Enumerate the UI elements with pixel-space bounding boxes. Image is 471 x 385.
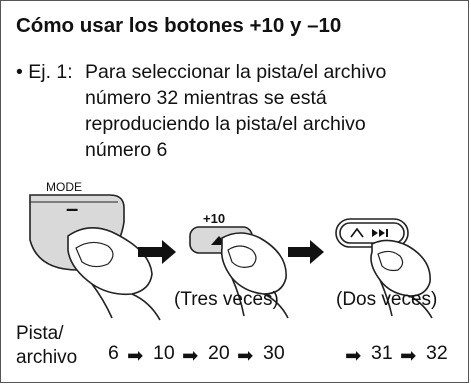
arrow-right-icon: ➡ [345, 345, 362, 367]
arrow-right-icon: ➡ [127, 345, 144, 367]
plus10-button-illustration [189, 226, 289, 319]
track-6: 6 [108, 342, 119, 364]
example-line-1: Para seleccionar la pista/el archivo [85, 61, 387, 83]
arrow-right-icon: ➡ [237, 345, 254, 367]
plus10-label: +10 [203, 211, 226, 226]
track-20: 20 [208, 342, 230, 364]
example-line-3: reproduciendo la pista/el archivo [85, 113, 366, 135]
arrow-right-icon: ➡ [182, 345, 199, 367]
track-31: 31 [371, 342, 393, 364]
next-button-illustration [335, 218, 433, 319]
caption-three-times: (Tres veces) [174, 289, 279, 310]
mode-label: MODE [46, 180, 82, 194]
sequence-label-line-1: Pista/ [16, 323, 64, 344]
track-10: 10 [153, 342, 175, 364]
arrow-right-icon: ➡ [400, 345, 417, 367]
mode-symbol: – [66, 196, 79, 221]
arrow-right-icon [288, 240, 324, 264]
track-30: 30 [263, 342, 285, 364]
track-32: 32 [426, 342, 448, 364]
example-bullet: • Ej. 1: [16, 61, 73, 83]
example-line-2: número 32 mientras se está [85, 87, 327, 109]
caption-two-times: (Dos veces) [336, 289, 438, 310]
example-line-4: número 6 [85, 139, 168, 161]
arrow-right-icon [138, 240, 176, 264]
mode-button-illustration [29, 194, 161, 321]
section-title: Cómo usar los botones +10 y –10 [16, 14, 342, 37]
sequence-label-line-2: archivo [16, 347, 78, 368]
